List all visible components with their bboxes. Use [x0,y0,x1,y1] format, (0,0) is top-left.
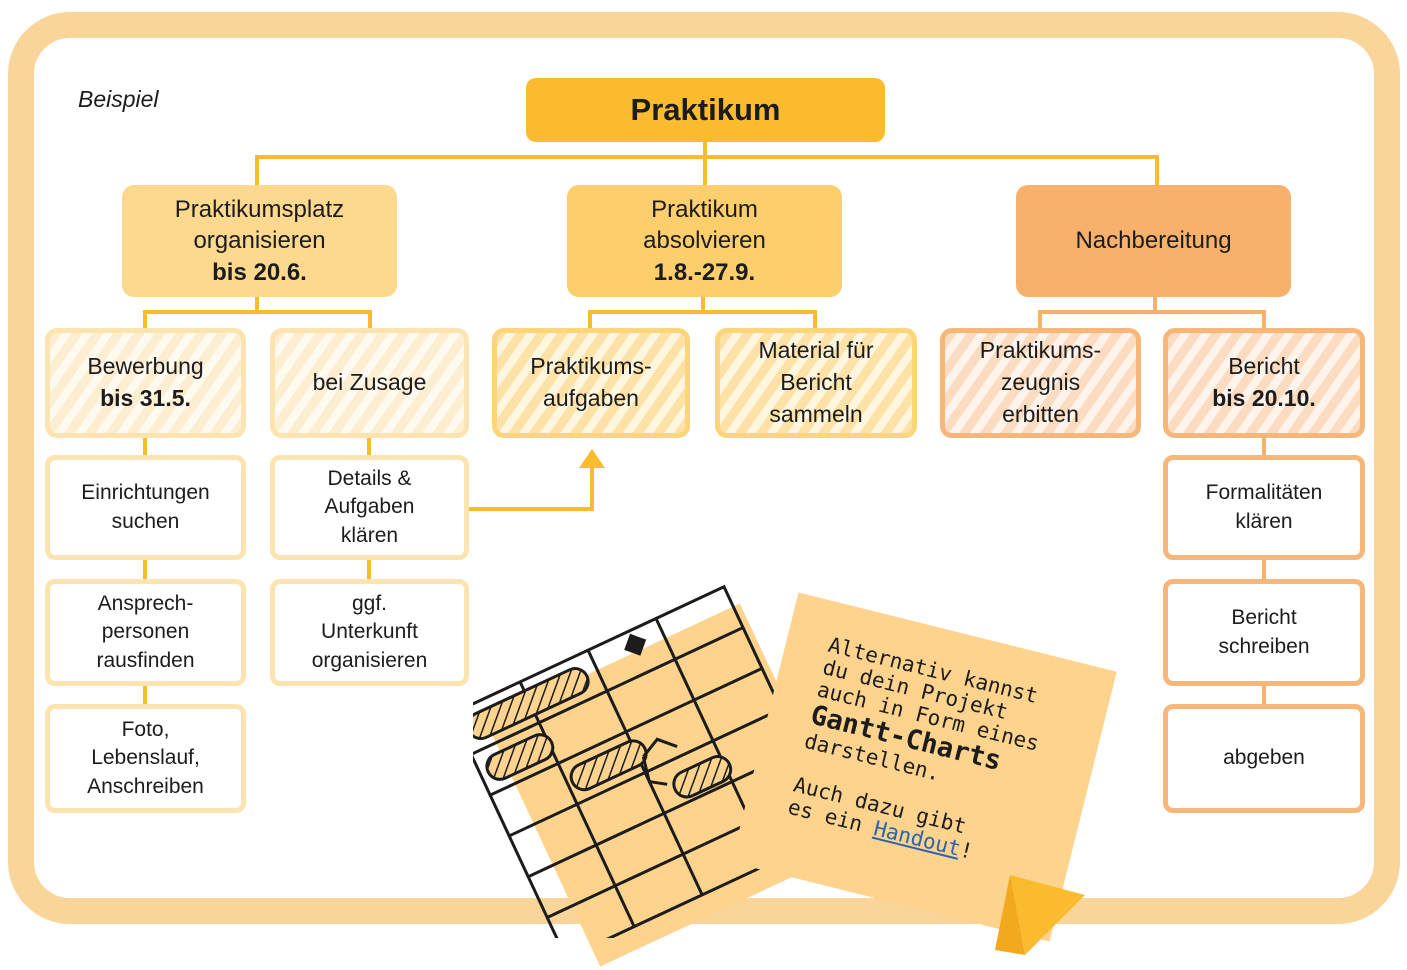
phase-deadline: 1.8.-27.9. [653,258,756,286]
phase-absolvieren: Praktikum absolvieren 1.8.-27.9. [567,185,842,297]
task-zusage: bei Zusage [270,328,469,438]
phase-deadline: bis 20.6. [212,258,307,286]
page-curl-icon [995,875,1085,955]
phase-nachbereitung: Nachbereitung [1016,185,1291,297]
gantt-sketch-icon [473,584,841,938]
subtask-line: Foto, [121,717,170,741]
subtask-line: Ansprech- [97,591,194,615]
task-line: aufgaben [543,385,639,411]
task-title: Bewerbung [87,353,204,380]
phase-title-line: organisieren [193,227,326,255]
subtask-line: Aufgaben [324,495,415,519]
phase-title-line: Praktikum [651,196,758,224]
subtask-ansprechpersonen: Ansprech- personen rausfinden [45,579,246,686]
task-material: Material für Bericht sammeln [715,328,917,438]
subtask-line: klären [340,523,399,547]
connector-phase2-branch [588,310,817,328]
subtask-line: ggf. [351,591,388,615]
subtask-line: Details & [327,466,412,490]
subtask-line: Einrichtungen [81,481,210,505]
task-praktikumsaufgaben: Praktikums- aufgaben [492,328,690,438]
connector-details-to-aufgaben [467,466,594,511]
subtask-line: rausfinden [96,648,195,672]
root-label: Praktikum [630,92,781,128]
subtask-bericht-schreiben: Bericht schreiben [1163,579,1365,686]
task-line: sammeln [769,400,863,427]
task-bewerbung: Bewerbung bis 31.5. [45,328,246,438]
subtask-line: organisieren [311,648,428,672]
task-deadline: bis 31.5. [100,385,191,411]
phase-title-line: Praktikumsplatz [174,196,345,224]
subtask-line: abgeben [1223,746,1305,770]
subtask-line: Formalitäten [1205,481,1323,505]
connector-phase1-branch [143,310,372,328]
subtask-line: personen [101,620,190,644]
subtask-details: Details & Aufgaben klären [270,455,469,560]
task-deadline: bis 20.10. [1212,385,1316,411]
subtask-abgeben: abgeben [1163,704,1365,813]
task-line: zeugnis [1000,369,1081,396]
task-line: Praktikums- [979,337,1102,364]
task-line: Material für [758,337,874,364]
task-zeugnis: Praktikums- zeugnis erbitten [940,328,1141,438]
subtask-line: Unterkunft [321,620,418,644]
task-line: Praktikums- [530,353,652,380]
root-node: Praktikum [526,78,885,142]
subtask-line: Bericht [1231,606,1297,630]
task-line: Bericht [780,369,852,396]
subtask-line: Lebenslauf, [91,746,200,770]
note-text: Alternativ kannst du dein Projekt auch i… [785,633,1052,874]
subtask-line: schreiben [1218,634,1310,658]
task-line: erbitten [1002,400,1079,427]
subtask-formalitaeten: Formalitäten klären [1163,455,1365,560]
phase-organisieren: Praktikumsplatz organisieren bis 20.6. [122,185,397,297]
phase-title-line: Nachbereitung [1075,227,1232,255]
example-label: Beispiel [78,86,159,112]
subtask-line: klären [1235,509,1293,533]
subtask-einrichtungen: Einrichtungen suchen [45,455,246,560]
subtask-line: suchen [111,509,180,533]
connector-root-branch [255,155,1159,185]
subtask-unterkunft: ggf. Unterkunft organisieren [270,579,469,686]
task-title: bei Zusage [312,369,427,396]
task-title: Bericht [1228,353,1300,380]
task-bericht: Bericht bis 20.10. [1163,328,1365,438]
arrowhead [579,449,605,468]
connector-phase3-branch [1038,310,1266,328]
subtask-unterlagen: Foto, Lebenslauf, Anschreiben [45,704,246,813]
phase-title-line: absolvieren [643,227,766,255]
subtask-line: Anschreiben [87,774,204,798]
